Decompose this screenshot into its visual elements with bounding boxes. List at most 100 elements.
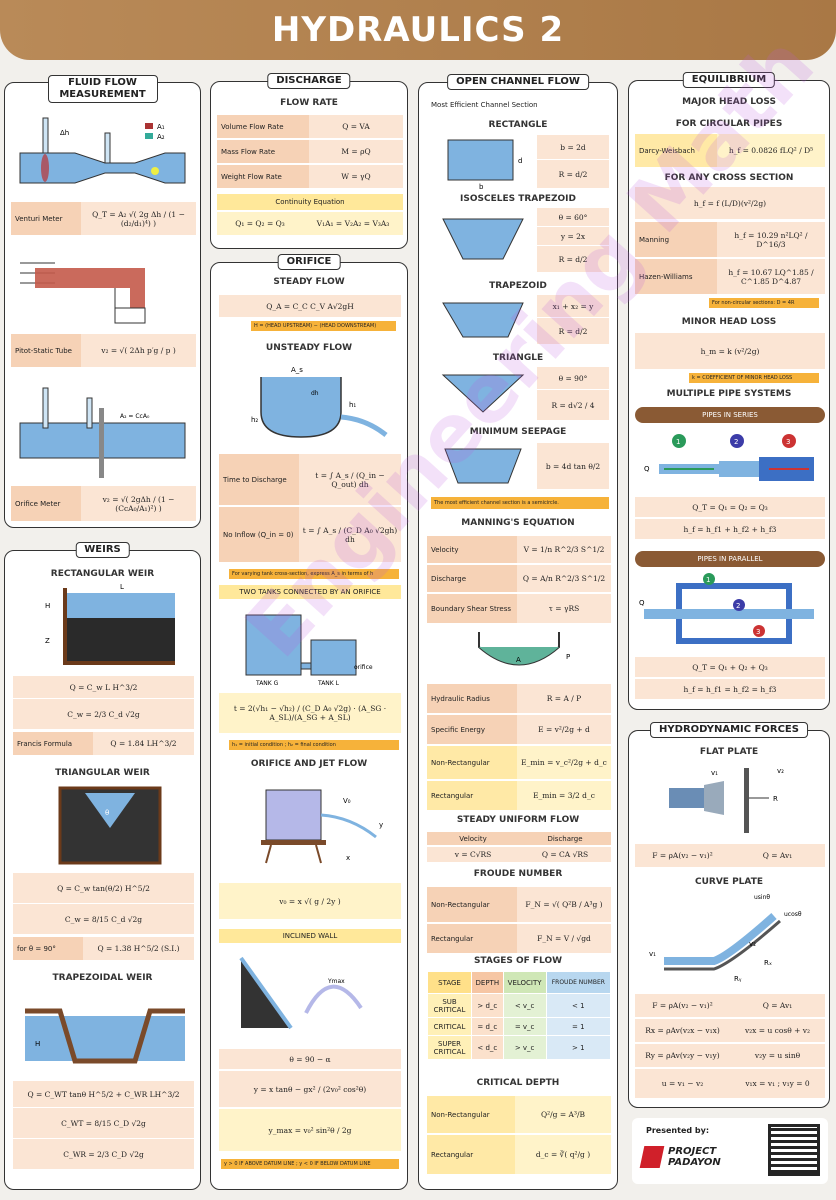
stages-table: STAGE DEPTH VELOCITY FROUDE NUMBER SUB C… [427,971,612,1060]
stage-crit-vel: = v_c [502,1017,547,1036]
rect-fx1: b = 2d [537,135,609,159]
orifice-meter-label: Orifice Meter [11,486,81,521]
perimeter-P-label: P [566,653,570,661]
curve-fx-0-1: Q = Av₁ [730,994,825,1017]
emin-rect-fx: E_min = 3/2 d_c [517,781,611,810]
steady-flow-note: H = (HEAD UPSTREAM) − (HEAD DOWNSTREAM) [251,321,396,331]
manning-discharge-fx: Q = A/n R^2/3 S^1/2 [517,565,611,592]
stage-sub-vel: < v_c [502,993,547,1018]
trap-fx1: x₁ + x₂ = y [537,295,609,317]
weight-flow-label: Weight Flow Rate [217,165,309,188]
stages-head-row: STAGE DEPTH VELOCITY FROUDE NUMBER [427,971,612,994]
stage-sub-froude: < 1 [545,993,612,1018]
incl-note: y > 0 IF ABOVE DATUM LINE ; y < 0 IF BEL… [221,1159,399,1169]
manning-loss-fx: h_f = 10.29 n²LQ² / D^16/3 [717,222,825,257]
varying-note: For varying tank cross-section, express … [229,569,399,579]
curve-row-0: F = ρA(v₂ − v₁)² Q = Av₁ [635,993,825,1017]
curve-fx-3-0: u = v₁ − v₂ [635,1069,730,1098]
froude-nonrect-fx: F_N = √( Q²B / A³g ) [517,887,611,922]
stages-row-sub: SUB CRITICAL > d_c < v_c < 1 [427,993,612,1018]
qr-code-icon[interactable] [768,1124,820,1176]
curve-row-2: Ry = ρAv(v₂y − v₁y) v₂y = u sinθ [635,1043,825,1067]
As-label: A_s [291,366,303,374]
orifice-meter-diagram: A₂ = CcA₀ [19,387,186,478]
flat-plate-diagram: v₁ v₂ R [669,767,784,833]
curve-fx-1-1: v₂x = u cosθ + v₂ [730,1019,825,1042]
area2-label: A₂ [157,133,165,141]
critical-rect-label: Rectangular [427,1135,515,1174]
iso-fx2: y = 2x [537,227,609,245]
stages-row-crit: CRITICAL = d_c = v_c = 1 [427,1017,612,1036]
trap-weir-fx1: Q = C_WT tanθ H^5/2 + C_WR LH^3/2 [13,1081,194,1107]
stages-title: STAGES OF FLOW [473,956,563,966]
pitot-label: Pitot-Static Tube [11,334,81,367]
jet-fx: v₀ = x √( g / 2y ) [219,883,401,919]
parallel-pipe-diagram: 1 2 3 Q [639,573,814,644]
volume-flow-label: Volume Flow Rate [217,115,309,138]
minor-loss-title: MINOR HEAD LOSS [681,317,777,327]
two-tanks-fx: t = 2(√h₁ − √h₂) / (C_D A₀ √2g) · (A_SG … [219,693,401,733]
manning-loss-label: Manning [635,222,717,257]
curve-v2: v₂ [749,940,756,948]
continuity-row: Q₁ = Q₂ = Q₃ V₁A₁ = V₂A₂ = V₃A₃ [217,211,403,235]
curve-row-3: u = v₁ − v₂ v₁x = v₁ ; v₁y = 0 [635,1068,825,1098]
iso-trap-title: ISOSCELES TRAPEZOID [460,194,576,204]
trap-weir-diagram: H [25,1008,185,1064]
steady-discharge-fx: Q = CA √RS [519,847,611,862]
stage-super-depth: < d_c [471,1035,504,1060]
equilibrium-panel: EQUILIBRIUM MAJOR HEAD LOSS FOR CIRCULAR… [628,72,830,710]
manning-title: MANNING'S EQUATION [461,518,575,528]
stage-super-vel: > v_c [502,1035,547,1060]
time-discharge-label: Time to Discharge [219,454,299,505]
pitot-row: Pitot-Static Tube v₂ = √( 2Δh p′g / p ) [11,333,196,367]
rect-d-label: d [518,157,522,165]
steady-velocity-fx: v = C√RS [427,847,519,862]
orifice-small-label: orifice [354,664,373,671]
par-n3: 3 [756,628,760,636]
series-fx1: Q_T = Q₁ = Q₂ = Q₃ [635,497,825,517]
weight-flow-formula: W = γQ [309,165,403,188]
orifice-area-label: A₂ = CcA₀ [120,413,150,420]
hazen-row: Hazen-Williams h_f = 10.67 LQ^1.85 / C^1… [635,258,825,294]
flat-fx2: Q = Av₁ [730,844,825,867]
rect-weir-diagram: L H Z [45,583,175,665]
venturi-label: Venturi Meter [11,202,81,235]
min-seepage-title: MINIMUM SEEPAGE [469,427,567,437]
hydrodynamic-title: HYDRODYNAMIC FORCES [650,722,808,738]
h2-label: h₂ [251,416,258,424]
trap-weir-title: TRAPEZOIDAL WEIR [52,973,153,983]
critical-rect-row: Rectangular d_c = ∛( q²/g ) [427,1134,611,1174]
fluid-flow-title: FLUID FLOW MEASUREMENT [47,75,158,103]
seepage-fx: b = 4d tan θ/2 [537,443,609,489]
steady-flow-title: STEADY FLOW [273,277,345,287]
flat-v1: v₁ [711,769,718,777]
stages-head-depth: DEPTH [471,971,504,994]
stage-sub-depth: > d_c [471,993,504,1018]
par-n1: 1 [706,576,710,584]
froude-rect-label: Rectangular [427,924,517,953]
hyd-radius-label: Hydraulic Radius [427,684,517,713]
critical-rect-fx: d_c = ∛( q²/g ) [515,1135,611,1174]
trap-weir-fx3: C_WR = 2/3 C_D √2g [13,1139,194,1169]
parallel-fx1: Q_T = Q₁ + Q₂ + Q₃ [635,657,825,677]
presented-by: Presented by: [646,1126,710,1135]
min-seepage-diagram [444,448,522,484]
series-pipe-diagram: 1 2 3 Q [644,434,814,481]
series-title: PIPES IN SERIES [635,407,825,423]
orifice-meter-formula: v₂ = √( 2gΔh / (1 − (CcA₀/A₁)²) ) [81,486,196,521]
curve-fx-3-1: v₁x = v₁ ; v₁y = 0 [730,1069,825,1098]
time-discharge-formula: t = ∫ A_s / (Q_in − Q_out) dh [299,454,401,505]
incl-fx3: y_max = v₀² sin²θ / 2g [219,1109,401,1151]
dh-tank-label: dh [311,390,319,397]
tri-theta-label: θ [105,809,109,817]
any-section-title: FOR ANY CROSS SECTION [664,173,794,183]
orifice-meter-row: Orifice Meter v₂ = √( 2gΔh / (1 − (CcA₀/… [11,485,196,521]
steady-head-row: Velocity Discharge [427,831,611,845]
venturi-diagram: A₁ A₂ Δh [19,117,186,184]
froude-title: FROUDE NUMBER [473,869,563,879]
hazen-label: Hazen-Williams [635,259,717,294]
spec-energy-fx: E = v²/2g + d [517,715,611,744]
x-label: x [346,854,350,862]
tri-weir-90-formula: Q = 1.38 H^5/2 (S.I.) [83,937,194,960]
spec-energy-label: Specific Energy [427,715,517,744]
